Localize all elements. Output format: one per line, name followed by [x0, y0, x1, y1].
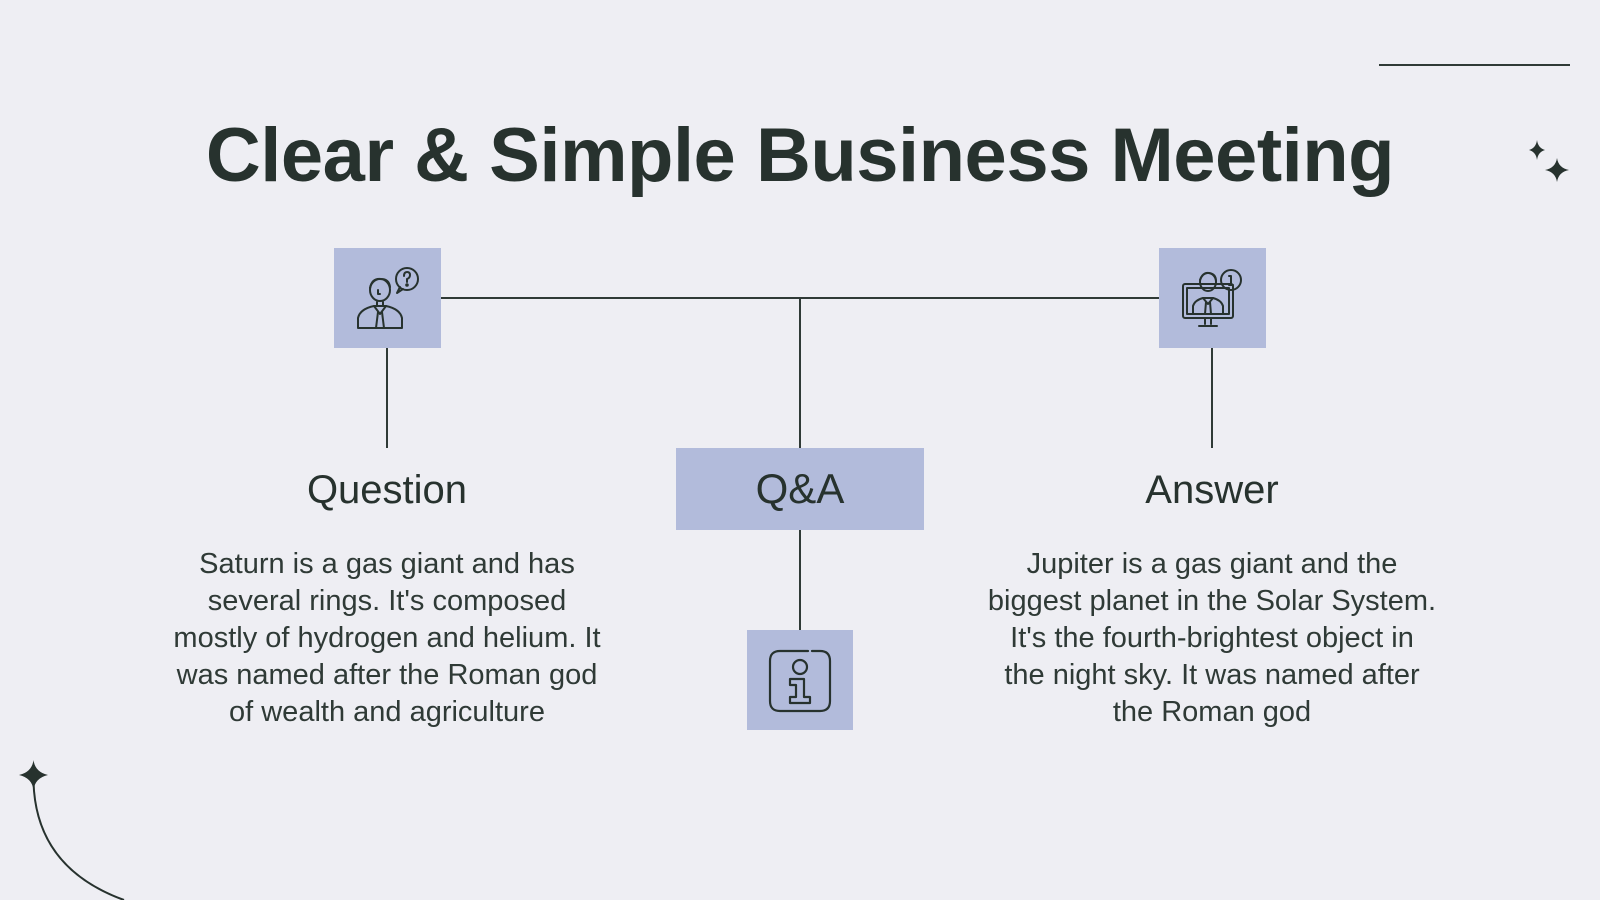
- question-body-line: of wealth and agriculture: [229, 696, 545, 728]
- connector-right-vertical: [1211, 348, 1213, 448]
- qa-label: Q&A: [755, 465, 845, 512]
- question-body-line: Saturn is a gas giant and has: [199, 548, 575, 580]
- answer-body-line: Jupiter is a gas giant and the: [1026, 548, 1398, 580]
- connector-center-vertical: [799, 298, 801, 448]
- monitor-person-info-icon: [1181, 268, 1245, 330]
- info-icon-box: [747, 630, 853, 730]
- question-body-line: several rings. It's composed: [207, 585, 567, 617]
- connector-bottom-vertical: [799, 530, 801, 630]
- slide-title: Clear & Simple Business Meeting: [205, 113, 1395, 198]
- question-body-line: was named after the Roman god: [176, 659, 598, 691]
- question-heading: Question: [306, 468, 468, 512]
- sparkle-icon-top-right: [1525, 140, 1575, 190]
- qa-box: Q&A: [676, 448, 924, 530]
- sparkle-icon-bottom-left: [14, 758, 144, 900]
- answer-heading: Answer: [1145, 468, 1279, 512]
- question-body-line: mostly of hydrogen and helium. It: [173, 622, 601, 654]
- connector-left-vertical: [386, 348, 388, 448]
- answer-body-line: It's the fourth-brightest object in: [1010, 622, 1414, 654]
- answer-body-line: biggest planet in the Solar System.: [987, 585, 1437, 617]
- question-body: Saturn is a gas giant and has several ri…: [137, 546, 637, 731]
- answer-body: Jupiter is a gas giant and the biggest p…: [942, 546, 1482, 731]
- answer-icon-box: [1159, 248, 1266, 348]
- question-icon-box: [334, 248, 441, 348]
- answer-body-line: the Roman god: [1112, 696, 1312, 728]
- person-question-icon: [354, 266, 422, 330]
- answer-body-line: the night sky. It was named after: [1004, 659, 1420, 691]
- info-icon: [768, 649, 832, 713]
- decorative-line-top-right: [1379, 64, 1570, 66]
